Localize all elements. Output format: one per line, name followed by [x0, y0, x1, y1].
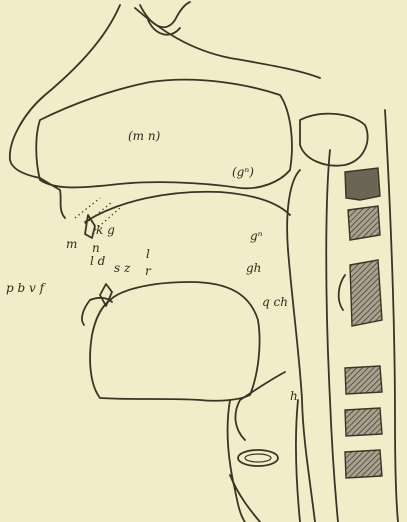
label-r: r	[145, 265, 151, 277]
vertebra-2	[348, 206, 380, 240]
palate	[85, 192, 290, 222]
spine-back	[385, 110, 398, 522]
label-ld: l d	[90, 255, 105, 267]
label-kg: k g	[96, 224, 115, 236]
label-pbvf: p b v f	[6, 282, 44, 294]
epiglottis	[235, 372, 285, 440]
trachea-left	[230, 475, 260, 522]
label-qch: q ch	[262, 296, 288, 308]
vertebra-5	[345, 408, 382, 436]
spine-front	[326, 150, 338, 522]
vocal-cord-inner	[245, 454, 271, 462]
larynx-back	[296, 400, 300, 522]
label-m: m	[66, 238, 77, 250]
label-gh: gh	[246, 262, 261, 274]
sphenoid-box	[300, 114, 368, 166]
label-nasal-back: (gⁿ)	[232, 166, 254, 178]
vertebra-3	[350, 260, 382, 326]
label-gn: gⁿ	[250, 230, 263, 242]
label-n: n	[92, 242, 100, 254]
tongue	[90, 282, 260, 401]
label-sz: s z	[114, 262, 130, 274]
label-h: h	[290, 390, 298, 402]
vertebra-4	[345, 366, 382, 394]
vertebra-1	[345, 168, 380, 200]
skull-top-line	[135, 8, 320, 78]
upper-teeth	[85, 215, 95, 238]
vertebra-6	[345, 450, 382, 478]
label-nasal: (m n)	[128, 130, 160, 142]
spinous-process	[339, 275, 345, 310]
vocal-cord-ring	[238, 450, 278, 466]
label-l2: l	[146, 248, 150, 260]
pharynx-back	[287, 170, 315, 522]
sinus-structure	[140, 2, 190, 27]
